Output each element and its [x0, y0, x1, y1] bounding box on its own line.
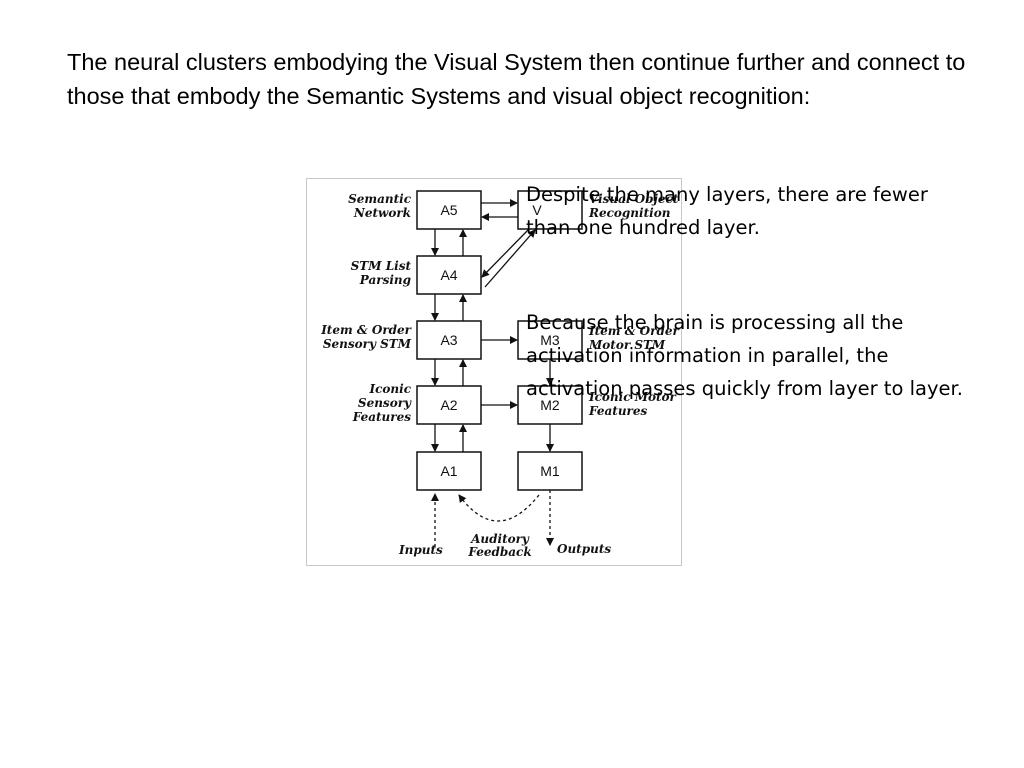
label-semantic-1: Semantic: [348, 192, 412, 206]
intro-paragraph: The neural clusters embodying the Visual…: [67, 49, 966, 109]
label-semantic-2: Network: [353, 206, 411, 220]
label-m2: M2: [540, 397, 560, 413]
label-m3: M3: [540, 332, 560, 348]
label-item-1: Item & Order: [320, 323, 412, 337]
note-parallel-processing: Because the brain is processing all the …: [526, 311, 963, 400]
label-motor-stm-2: Motor STM: [588, 338, 666, 352]
label-a5: A5: [440, 202, 457, 218]
box-m1: [517, 451, 583, 491]
label-item-2: Sensory STM: [323, 337, 412, 351]
label-iconic-3: Features: [352, 410, 411, 424]
label-a1: A1: [440, 463, 457, 479]
diagram-canvas: A5 A4 A3 A2 A1 V M3 M2 M1: [320, 190, 680, 559]
arrow-a4-v: [484, 229, 536, 288]
label-motor-stm-1: Item & Order: [588, 324, 680, 338]
box-v: [517, 190, 583, 230]
label-iconic-1: Iconic: [368, 382, 411, 396]
box-m3: [517, 320, 583, 360]
label-auditory-1: Auditory: [470, 532, 530, 546]
label-auditory-2: Feedback: [467, 545, 531, 559]
label-stm-2: Parsing: [359, 273, 411, 287]
label-a4: A4: [440, 267, 457, 283]
box-a5: [416, 190, 482, 230]
label-a2: A2: [440, 397, 457, 413]
note-layers: Despite the many layers, there are fewer…: [526, 183, 928, 239]
label-m1: M1: [540, 463, 560, 479]
box-a4: [416, 255, 482, 295]
label-stm-1: STM List: [351, 259, 412, 273]
label-visual-2: Recognition: [588, 206, 670, 220]
label-visual-1: Visual Object: [589, 192, 679, 206]
label-iconic-motor-2: Features: [588, 404, 647, 418]
auditory-feedback-arrow: [458, 494, 540, 522]
neural-architecture-diagram: A5 A4 A3 A2 A1 V M3 M2 M1: [306, 178, 682, 566]
box-a2: [416, 385, 482, 425]
label-v: V: [532, 202, 542, 218]
label-inputs: Inputs: [398, 543, 443, 557]
label-iconic-2: Sensory: [358, 396, 412, 410]
label-iconic-motor-1: Iconic Motor: [588, 390, 678, 404]
label-outputs: Outputs: [557, 542, 611, 556]
box-a1: [416, 451, 482, 491]
label-a3: A3: [440, 332, 457, 348]
arrow-v-a4: [481, 228, 530, 278]
